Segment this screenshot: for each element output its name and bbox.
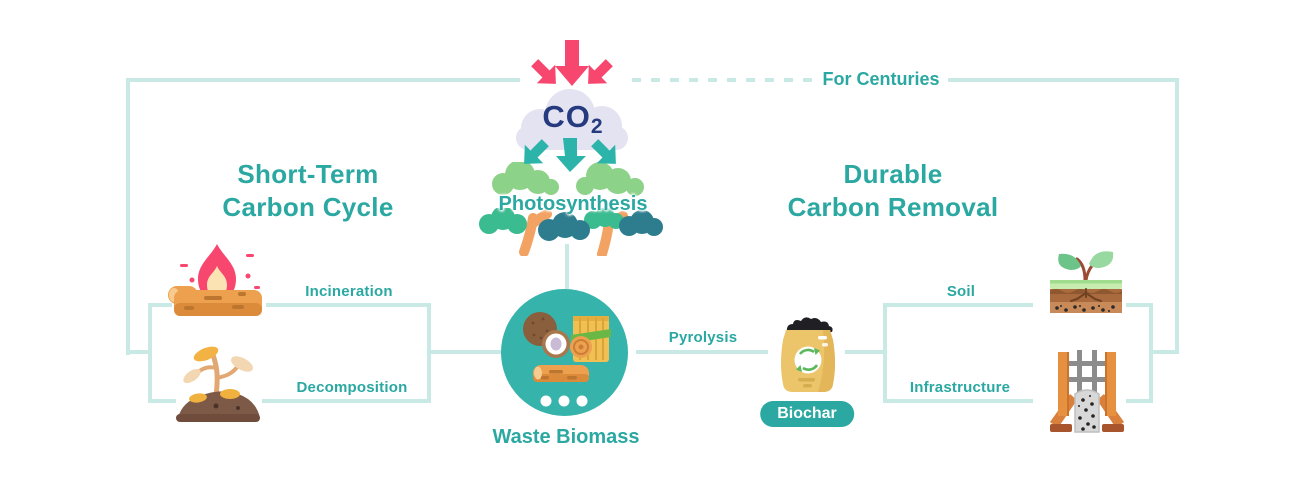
co2-emission-arrows-icon: [531, 40, 613, 86]
co2-absorption-arrows-icon: [524, 138, 616, 172]
connector-line-infrastructure-b: [1126, 399, 1153, 403]
wilted-plant-icon: [176, 346, 260, 422]
co2-label: CO2: [542, 99, 604, 138]
burning-log-icon: [168, 244, 262, 316]
durable-heading: Durable Carbon Removal: [788, 158, 999, 224]
incineration-label: Incineration: [305, 283, 393, 300]
biomass-contents-icon: [523, 312, 611, 407]
connector-line-incineration-b: [266, 303, 431, 307]
forest-trees-icon: [479, 208, 663, 256]
connector-line-right-stub: [1152, 350, 1179, 354]
photosynthesis-label: Photosynthesis: [498, 193, 648, 215]
connector-line-right-vertical: [1175, 78, 1179, 354]
biochar-badge: Biochar: [760, 401, 854, 427]
connector-line-biochar-stub: [845, 350, 887, 354]
connector-line-incineration-a: [148, 303, 172, 307]
infrastructure-label: Infrastructure: [909, 379, 1011, 396]
connector-line-soil: [883, 303, 1033, 307]
connector-line-infrastructure: [883, 399, 1033, 403]
connector-line-to-biomass: [427, 350, 503, 354]
waste-biomass-icon: [501, 289, 628, 416]
connector-line-left-vertical: [126, 78, 130, 355]
connector-line-left-stub: [126, 350, 152, 354]
connector-line-right-split-bracket: [883, 303, 887, 403]
soil-label: Soil: [946, 283, 976, 300]
connector-line-decomposition-a: [148, 399, 176, 403]
concrete-foundation-icon: [1050, 350, 1124, 433]
soil-cross-section-icon: [1050, 251, 1122, 313]
short-term-heading: Short-Term Carbon Cycle: [222, 158, 393, 224]
connector-line-soil-b: [1126, 303, 1153, 307]
connector-line-pyrolysis: [636, 350, 768, 354]
connector-line-right-bracket: [1149, 303, 1153, 403]
short-term-heading-line2: Carbon Cycle: [222, 192, 394, 222]
for-centuries-label: For Centuries: [816, 69, 946, 90]
connector-line-left-bracket: [148, 303, 152, 403]
connector-line-dashed: [632, 78, 812, 82]
durable-heading-line1: Durable: [843, 159, 943, 189]
short-term-heading-line1: Short-Term: [237, 159, 379, 189]
connector-line-photosynthesis: [565, 244, 569, 289]
forest-trees-icon: [492, 162, 644, 196]
decomposition-label: Decomposition: [296, 379, 408, 396]
durable-heading-line2: Carbon Removal: [787, 192, 999, 222]
biochar-bag-icon: [781, 317, 835, 392]
connector-line-decomposition-b: [262, 399, 431, 403]
connector-line-top-left: [126, 78, 520, 82]
waste-biomass-label: Waste Biomass: [492, 426, 640, 448]
pyrolysis-label: Pyrolysis: [668, 329, 738, 346]
connector-line-top-right: [948, 78, 1179, 82]
